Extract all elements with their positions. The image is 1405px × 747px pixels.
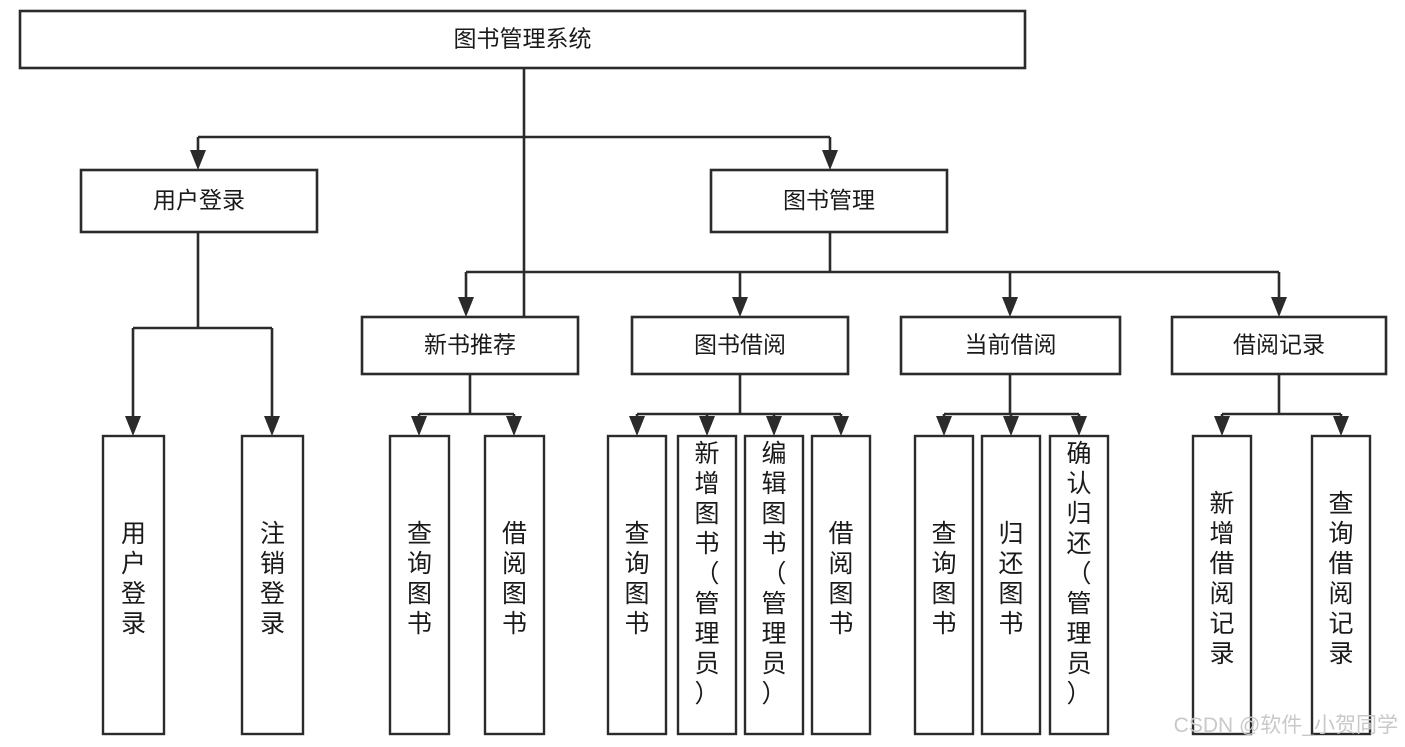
- node-leaf-logout-box: [240, 434, 305, 736]
- node-leaf-borrow-book[interactable]: 借阅图书: [810, 434, 872, 736]
- node-book-management[interactable]: 图书管理: [709, 168, 949, 234]
- node-leaf-user-login[interactable]: 用户登录: [101, 434, 166, 736]
- node-leaf-return-book-box: [980, 434, 1042, 736]
- node-book-management-label: 图书管理: [783, 187, 875, 213]
- node-leaf-return-book-label: 归还图书: [998, 520, 1023, 638]
- node-book-borrow-box: [630, 315, 850, 376]
- arrow-head-leaf-query-borrow-record: [1333, 416, 1349, 436]
- node-leaf-query-book-borrow[interactable]: 查询图书: [606, 434, 668, 736]
- node-current-borrow[interactable]: 当前借阅: [899, 315, 1122, 376]
- arrow-head-new-book-recommend: [458, 297, 474, 317]
- node-borrow-record-label: 借阅记录: [1233, 332, 1325, 358]
- node-leaf-user-login-box: [101, 434, 166, 736]
- arrow-head-user-login: [190, 150, 206, 170]
- node-leaf-query-book-current-box: [913, 434, 975, 736]
- node-leaf-edit-book-admin[interactable]: 编辑图书（管理员）: [743, 434, 805, 736]
- node-new-book-recommend[interactable]: 新书推荐: [360, 315, 580, 376]
- node-leaf-user-login-label: 用户登录: [121, 520, 146, 638]
- node-leaf-add-book-admin[interactable]: 新增图书（管理员）: [676, 434, 738, 736]
- node-new-book-recommend-box: [360, 315, 580, 376]
- arrow-head-leaf-borrow-book: [833, 416, 849, 436]
- node-borrow-record-box: [1170, 315, 1388, 376]
- node-leaf-confirm-return-admin-box: [1048, 434, 1110, 736]
- node-leaf-query-borrow-record-label: 查询借阅记录: [1328, 490, 1353, 668]
- node-leaf-confirm-return-admin-label: 确认归还（管理员）: [1066, 440, 1091, 708]
- arrow-head-leaf-add-borrow-record: [1214, 416, 1230, 436]
- node-user-login-box: [79, 168, 319, 234]
- node-leaf-add-borrow-record[interactable]: 新增借阅记录: [1191, 434, 1253, 736]
- arrow-head-leaf-query-book-recommend: [411, 416, 427, 436]
- node-leaf-query-book-current[interactable]: 查询图书: [913, 434, 975, 736]
- node-user-login[interactable]: 用户登录: [79, 168, 319, 234]
- node-root-box: [18, 9, 1027, 70]
- arrow-head-leaf-user-login: [125, 416, 141, 436]
- node-leaf-query-book-borrow-label: 查询图书: [624, 520, 649, 638]
- node-leaf-borrow-book-recommend-box: [483, 434, 546, 736]
- node-leaf-edit-book-admin-label: 编辑图书（管理员）: [761, 440, 786, 708]
- node-book-management-box: [709, 168, 949, 234]
- node-leaf-return-book[interactable]: 归还图书: [980, 434, 1042, 736]
- node-current-borrow-label: 当前借阅: [965, 332, 1057, 358]
- arrow-head-current-borrow: [1002, 297, 1018, 317]
- node-leaf-add-borrow-record-box: [1191, 434, 1253, 736]
- arrow-head-leaf-add-book-admin: [699, 416, 715, 436]
- node-leaf-borrow-book-recommend[interactable]: 借阅图书: [483, 434, 546, 736]
- node-new-book-recommend-label: 新书推荐: [424, 332, 516, 358]
- arrow-head-leaf-borrow-book-recommend: [506, 416, 522, 436]
- node-current-borrow-box: [899, 315, 1122, 376]
- arrow-head-leaf-query-book-current: [936, 416, 952, 436]
- node-borrow-record[interactable]: 借阅记录: [1170, 315, 1388, 376]
- node-book-borrow[interactable]: 图书借阅: [630, 315, 850, 376]
- node-leaf-query-borrow-record[interactable]: 查询借阅记录: [1310, 434, 1372, 736]
- node-leaf-confirm-return-admin[interactable]: 确认归还（管理员）: [1048, 434, 1110, 736]
- node-leaf-borrow-book-recommend-label: 借阅图书: [502, 520, 527, 638]
- arrow-head-leaf-return-book: [1003, 416, 1019, 436]
- node-root-label: 图书管理系统: [454, 26, 592, 52]
- node-leaf-add-borrow-record-label: 新增借阅记录: [1209, 490, 1234, 668]
- arrow-head-leaf-logout: [264, 416, 280, 436]
- node-book-borrow-label: 图书借阅: [694, 332, 786, 358]
- arrow-head-book-borrow: [732, 297, 748, 317]
- node-leaf-query-book-recommend[interactable]: 查询图书: [388, 434, 451, 736]
- node-leaf-edit-book-admin-box: [743, 434, 805, 736]
- node-leaf-query-book-borrow-box: [606, 434, 668, 736]
- csdn-watermark: CSDN @软件_小贺同学: [1174, 714, 1398, 737]
- arrow-head-leaf-query-book-borrow: [629, 416, 645, 436]
- node-leaf-add-book-admin-label: 新增图书（管理员）: [694, 440, 719, 708]
- node-layer: 图书管理系统用户登录图书管理新书推荐图书借阅当前借阅借阅记录用户登录注销登录查询…: [18, 9, 1388, 736]
- node-leaf-query-borrow-record-box: [1310, 434, 1372, 736]
- connector-layer: [125, 68, 1349, 436]
- node-leaf-query-book-recommend-box: [388, 434, 451, 736]
- node-user-login-label: 用户登录: [153, 187, 245, 213]
- node-leaf-borrow-book-box: [810, 434, 872, 736]
- node-leaf-query-book-current-label: 查询图书: [931, 520, 956, 638]
- arrow-head-book-management: [822, 150, 838, 170]
- node-leaf-borrow-book-label: 借阅图书: [828, 520, 853, 638]
- node-root[interactable]: 图书管理系统: [18, 9, 1027, 70]
- node-leaf-logout[interactable]: 注销登录: [240, 434, 305, 736]
- arrow-head-leaf-confirm-return-admin: [1071, 416, 1087, 436]
- arrow-head-leaf-edit-book-admin: [766, 416, 782, 436]
- node-leaf-logout-label: 注销登录: [260, 520, 285, 638]
- arrow-head-borrow-record: [1271, 297, 1287, 317]
- node-leaf-query-book-recommend-label: 查询图书: [407, 520, 432, 638]
- node-leaf-add-book-admin-box: [676, 434, 738, 736]
